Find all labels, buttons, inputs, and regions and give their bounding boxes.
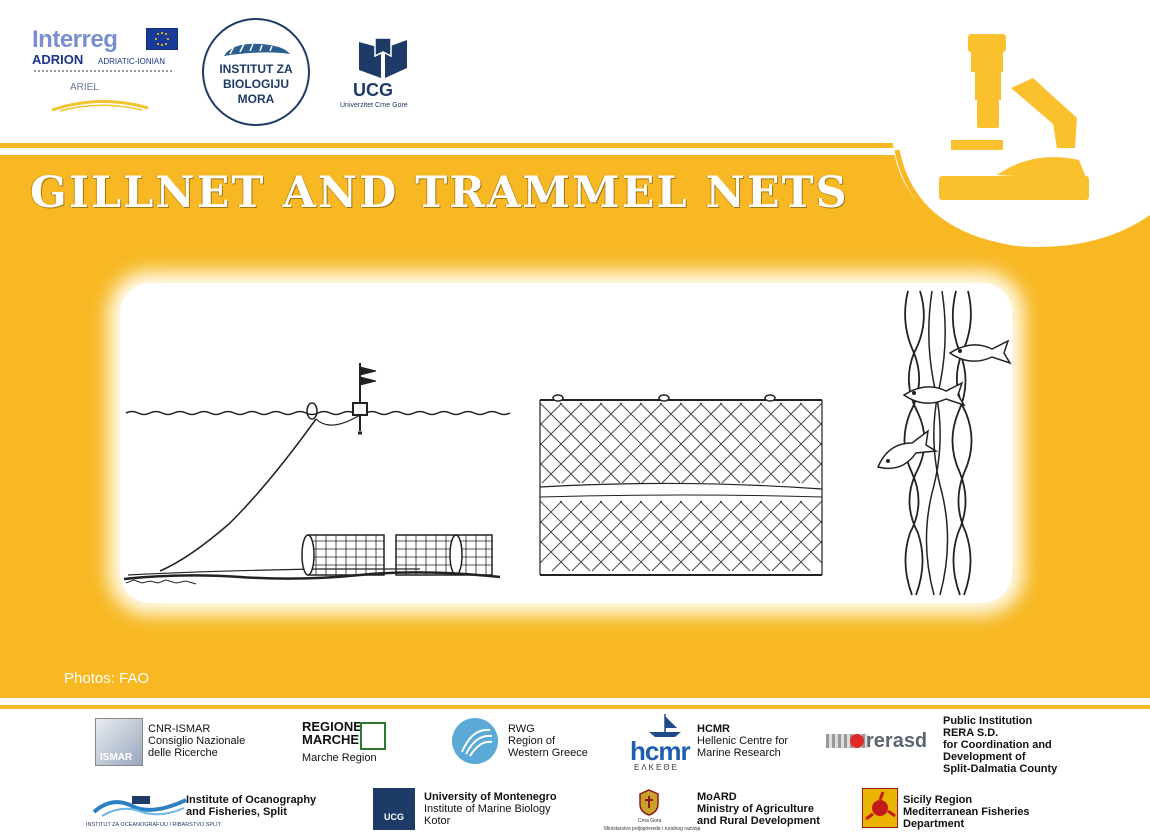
ucg-subtitle: Univerzitet Crne Gore [340, 102, 408, 109]
ucg-logo-text: UCG [353, 80, 393, 100]
ucg-book-icon [359, 38, 407, 78]
interreg-divider [34, 70, 174, 72]
ariel-label: ARIEL [70, 82, 99, 93]
partner-rwg: RWG Region of Western Greece [508, 723, 588, 759]
partner-ucg: University of Montenegro Institute of Ma… [424, 791, 557, 827]
ship-icon [649, 714, 681, 737]
top-accent-line [0, 143, 1150, 148]
photo-credit: Photos: FAO [64, 670, 150, 687]
partner-marche: Marche Region [302, 752, 377, 764]
iof-wave-icon [92, 796, 187, 817]
page-title: GILLNET AND TRAMMEL NETS [30, 168, 849, 218]
microscope-emblem [893, 0, 1150, 253]
trammel-net-drawing [539, 394, 823, 576]
fish-icon [876, 429, 939, 470]
rera-dot-icon [850, 734, 864, 748]
marche-crest-icon [360, 722, 386, 750]
rerasd-logo: rerasd [866, 730, 928, 752]
gillnet-illustration [123, 290, 1012, 596]
partner-sicily: Sicily Region Mediterranean Fisheries De… [903, 794, 1030, 830]
shell-icon [224, 43, 290, 56]
adrion-label: ADRION [32, 52, 84, 67]
adriatic-ionian-label: ADRIATIC-IONIAN [98, 57, 165, 66]
hcmr-sub: ΕΛΚΕΘΕ [634, 763, 679, 772]
microscope-icon [939, 34, 1089, 200]
partner-hcmr: HCMR Hellenic Centre for Marine Research [697, 723, 789, 759]
partner-rera: Public Institution RERA S.D. for Coordin… [943, 715, 1058, 775]
illustration-panel [120, 283, 1012, 603]
iof-logo-sub: INSTITUT ZA OCEANOGRAFIJU I RIBARSTVO SP… [86, 822, 221, 828]
fish-entangled-drawing [876, 290, 1012, 596]
hcmr-logo: hcmr [630, 736, 691, 766]
interreg-logo-text: Interreg [32, 26, 118, 53]
ucg-small-logo: UCG [373, 788, 415, 830]
ibm-logo [202, 18, 310, 126]
bottom-accent-line [0, 705, 1150, 709]
rwg-logo [452, 718, 498, 764]
ariel-swoosh-icon [51, 100, 149, 112]
partner-iof: Institute of Ocanography and Fisheries, … [186, 794, 317, 818]
partner-moard: MoARD Ministry of Agriculture and Rural … [697, 791, 820, 827]
set-net-drawing [123, 363, 511, 585]
regione-marche-logo: REGIONE MARCHE [302, 719, 362, 747]
fish-icon [902, 381, 966, 407]
montenegro-crest-icon [639, 789, 659, 816]
partner-cnr-ismar: CNR-ISMAR Consiglio Nazionale delle Rice… [148, 723, 246, 759]
moard-logo-sub1: Crna Gora [638, 818, 662, 824]
fish-icon [948, 339, 1012, 365]
eu-flag-icon [146, 28, 178, 50]
moard-logo-sub2: Ministarstvo poljoprivrede i ruralnog ra… [604, 826, 701, 832]
sicily-trinacria-icon [862, 788, 898, 828]
ibm-logo-text: INSTITUT ZA BIOLOGIJU MORA [219, 62, 293, 106]
ismar-logo: ISMAR [95, 718, 143, 766]
